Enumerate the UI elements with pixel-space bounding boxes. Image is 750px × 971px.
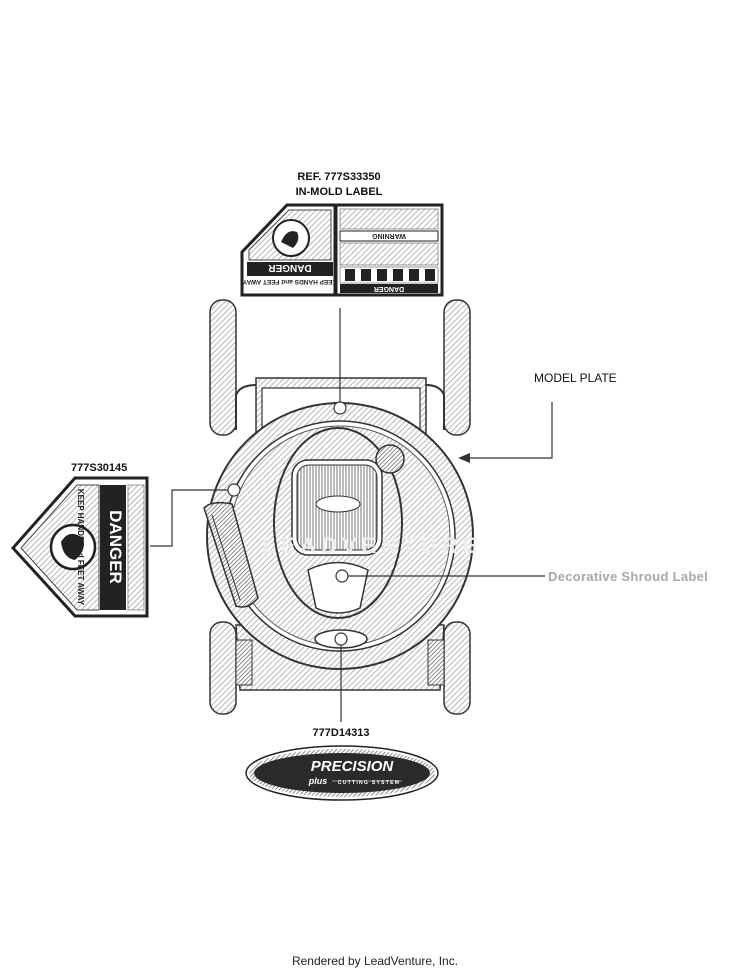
fuel-cap [375, 444, 405, 474]
front-right-wheel [443, 621, 471, 715]
model-plate-callout: MODEL PLATE [534, 371, 617, 385]
ref-line1: REF. 777S33350 [297, 171, 381, 183]
svg-text:KEEP HANDS and FEET AWAY: KEEP HANDS and FEET AWAY [242, 278, 337, 285]
discharge-chute [203, 501, 259, 608]
svg-text:KEEP HANDS and FEET AWAY: KEEP HANDS and FEET AWAY [76, 489, 85, 606]
svg-text:plus: plus [308, 776, 328, 786]
shroud-label-callout: Decorative Shroud Label [548, 569, 709, 584]
ref-line2: IN-MOLD LABEL [295, 186, 383, 198]
front-left-wheel [209, 621, 237, 715]
in-mold-decal: DANGER KEEP HANDS and FEET AWAY WARNING … [240, 203, 444, 297]
side-decal-callout: 777S30145 [71, 462, 128, 474]
svg-text:DANGER: DANGER [268, 262, 312, 273]
svg-text:DANGER: DANGER [106, 510, 125, 584]
logo-decal-callout: 777D14313 [312, 727, 370, 739]
rear-left-wheel [209, 299, 237, 436]
svg-text:DANGER: DANGER [374, 285, 404, 292]
watermark: LEADVENTURE [262, 533, 483, 558]
footer-credit: Rendered by LeadVenture, Inc. [291, 954, 459, 968]
svg-text:CUTTING SYSTEM: CUTTING SYSTEM [338, 780, 400, 786]
shroud-label-area [307, 561, 369, 614]
svg-text:WARNING: WARNING [372, 232, 406, 239]
precision-logo-decal: PRECISION plus CUTTING SYSTEM [245, 745, 439, 801]
svg-text:PRECISION: PRECISION [311, 758, 395, 775]
rear-right-wheel [443, 299, 471, 436]
in-mold-label-callout: REF. 777S33350 IN-MOLD LABEL [296, 170, 383, 200]
side-danger-decal: DANGER KEEP HANDS and FEET AWAY [11, 476, 149, 618]
